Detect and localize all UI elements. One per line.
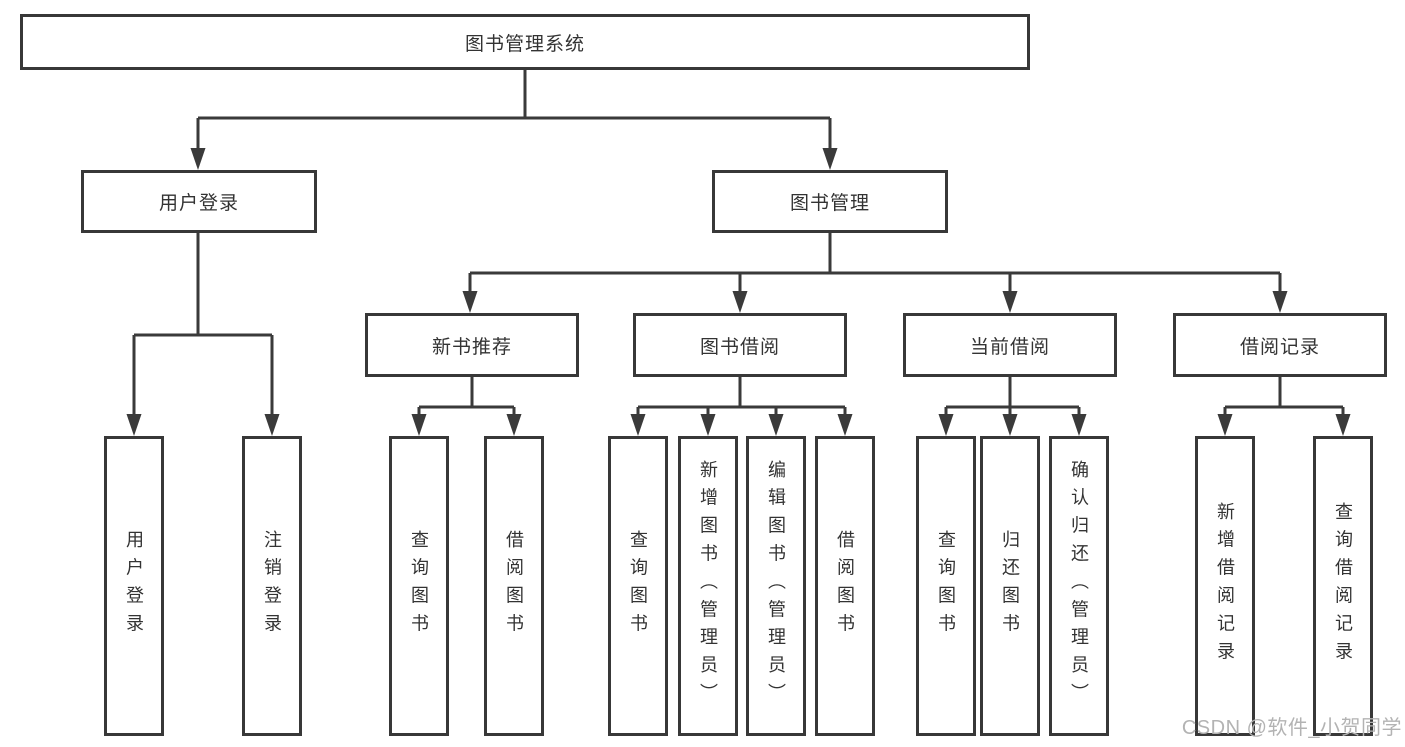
arrow-down-icon bbox=[700, 414, 716, 436]
leaf-label: 注销登录 bbox=[262, 530, 282, 642]
node-current-borrowing: 当前借阅 bbox=[903, 313, 1117, 377]
leaf-label: 借阅图书 bbox=[504, 530, 524, 642]
leaf-query-books-newbook: 查询图书 bbox=[389, 436, 449, 736]
arrow-down-icon bbox=[630, 414, 646, 436]
node-borrowing-records: 借阅记录 bbox=[1173, 313, 1387, 377]
node-book-borrowing: 图书借阅 bbox=[633, 313, 847, 377]
node-label: 当前借阅 bbox=[969, 336, 1050, 358]
arrow-down-icon bbox=[732, 291, 748, 313]
leaf-return-books: 归还图书 bbox=[980, 436, 1040, 736]
arrow-down-icon bbox=[1071, 414, 1087, 436]
arrow-down-icon bbox=[1217, 414, 1233, 436]
leaf-label: 新增图书（管理员） bbox=[698, 460, 718, 712]
arrow-down-icon bbox=[1272, 291, 1288, 313]
leaf-label: 查询借阅记录 bbox=[1333, 502, 1353, 670]
arrow-down-icons bbox=[126, 148, 1351, 436]
leaf-query-books-borrowing: 查询图书 bbox=[608, 436, 668, 736]
arrow-down-icon bbox=[126, 414, 142, 436]
connector-book-management bbox=[468, 233, 1282, 295]
connector-current-borrow bbox=[944, 377, 1081, 418]
arrow-down-icon bbox=[837, 414, 853, 436]
arrow-down-icon bbox=[506, 414, 522, 436]
leaf-label: 新增借阅记录 bbox=[1215, 502, 1235, 670]
connector-borrow-records bbox=[1223, 377, 1345, 418]
arrow-down-icon bbox=[768, 414, 784, 436]
connector-new-book bbox=[417, 377, 516, 418]
arrow-down-icon bbox=[822, 148, 838, 170]
leaf-user-login: 用户登录 bbox=[104, 436, 164, 736]
leaf-label: 查询图书 bbox=[936, 530, 956, 642]
leaf-label: 用户登录 bbox=[124, 530, 144, 642]
arrow-down-icon bbox=[1335, 414, 1351, 436]
connector-book-borrow bbox=[636, 377, 847, 418]
leaf-label: 借阅图书 bbox=[835, 530, 855, 642]
node-label: 借阅记录 bbox=[1239, 336, 1320, 358]
node-label: 图书管理 bbox=[789, 193, 870, 214]
arrow-down-icon bbox=[938, 414, 954, 436]
leaf-add-borrow-record: 新增借阅记录 bbox=[1195, 436, 1255, 736]
leaf-label: 查询图书 bbox=[409, 530, 429, 642]
arrow-down-icon bbox=[1002, 414, 1018, 436]
leaf-label: 确认归还（管理员） bbox=[1069, 460, 1089, 712]
leaf-borrow-books-newbook: 借阅图书 bbox=[484, 436, 544, 736]
watermark: CSDN @软件_小贺同学 bbox=[1181, 717, 1402, 739]
node-label: 新书推荐 bbox=[431, 336, 512, 358]
arrow-down-icon bbox=[411, 414, 427, 436]
leaf-confirm-return-admin: 确认归还（管理员） bbox=[1049, 436, 1109, 736]
node-label: 图书借阅 bbox=[699, 336, 780, 358]
node-library-management-system: 图书管理系统 bbox=[20, 14, 1030, 70]
node-book-management: 图书管理 bbox=[712, 170, 948, 233]
node-label: 用户登录 bbox=[158, 193, 239, 214]
arrow-down-icon bbox=[264, 414, 280, 436]
node-label: 图书管理系统 bbox=[464, 33, 585, 55]
leaf-label: 查询图书 bbox=[628, 530, 648, 642]
leaf-label: 编辑图书（管理员） bbox=[766, 460, 786, 712]
leaf-query-books-current: 查询图书 bbox=[916, 436, 976, 736]
leaf-add-book-admin: 新增图书（管理员） bbox=[678, 436, 738, 736]
node-user-login: 用户登录 bbox=[81, 170, 317, 233]
node-new-book-recommendation: 新书推荐 bbox=[365, 313, 579, 377]
leaf-edit-book-admin: 编辑图书（管理员） bbox=[746, 436, 806, 736]
connector-root bbox=[196, 70, 832, 152]
connector-user-login bbox=[132, 233, 274, 418]
leaf-query-borrow-record: 查询借阅记录 bbox=[1313, 436, 1373, 736]
leaf-borrow-books-borrowing: 借阅图书 bbox=[815, 436, 875, 736]
arrow-down-icon bbox=[190, 148, 206, 170]
leaf-label: 归还图书 bbox=[1000, 530, 1020, 642]
arrow-down-icon bbox=[1002, 291, 1018, 313]
arrow-down-icon bbox=[462, 291, 478, 313]
leaf-logout: 注销登录 bbox=[242, 436, 302, 736]
